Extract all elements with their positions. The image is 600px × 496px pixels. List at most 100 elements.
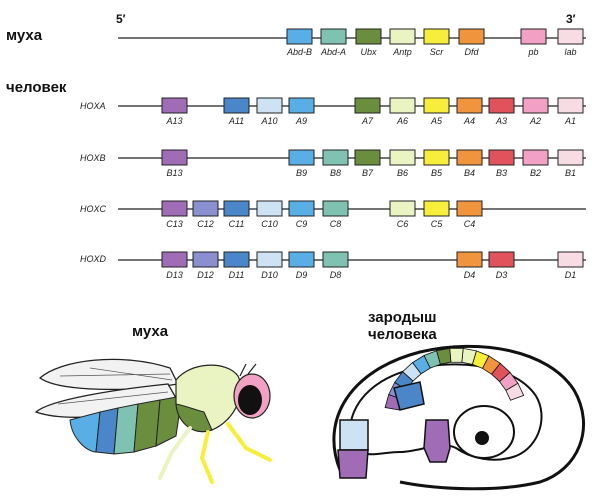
embryo-arm: [423, 419, 451, 463]
fly-thorax-lower: [175, 403, 213, 432]
gene-box: [458, 28, 485, 45]
gene-label: Dfd: [464, 47, 479, 57]
fly-illustration: [34, 358, 272, 484]
embryo-illustration: [332, 344, 585, 491]
gene-box: [522, 97, 549, 114]
fly-wing-veins: [57, 367, 173, 405]
gene-box: [423, 200, 450, 217]
gene-label: Scr: [430, 47, 445, 57]
gene-box: [488, 251, 515, 268]
gene-label: Abd-A: [320, 47, 346, 57]
gene-label: A7: [361, 116, 374, 126]
gene-box: [288, 251, 315, 268]
cluster-name: HOXA: [80, 101, 106, 111]
gene-label: D8: [330, 270, 342, 280]
gene-box: [354, 149, 381, 166]
gene-box: [355, 28, 382, 45]
gene-label: A2: [529, 116, 541, 126]
gene-label: A3: [495, 116, 507, 126]
gene-label: D12: [197, 270, 214, 280]
gene-box: [389, 149, 416, 166]
gene-box: [456, 251, 483, 268]
gene-box: [286, 28, 313, 45]
gene-box: [322, 149, 349, 166]
gene-label: B13: [166, 168, 182, 178]
gene-box: [456, 200, 483, 217]
gene-box: [322, 251, 349, 268]
gene-box: [288, 200, 315, 217]
gene-label: D4: [464, 270, 476, 280]
gene-label: D11: [229, 270, 245, 280]
gene-box: [354, 97, 381, 114]
cluster-name: HOXD: [80, 254, 107, 264]
gene-label: D13: [166, 270, 183, 280]
embryo-back-segment: [393, 381, 425, 411]
gene-box: [223, 97, 250, 114]
gene-label: C13: [166, 219, 183, 229]
gene-box: [389, 97, 416, 114]
gene-label: A5: [430, 116, 443, 126]
gene-box: [161, 97, 188, 114]
gene-box: [423, 97, 450, 114]
gene-label: C8: [330, 219, 342, 229]
gene-label: B8: [330, 168, 341, 178]
gene-box: [389, 200, 416, 217]
gene-box: [161, 251, 188, 268]
gene-label: Abd-B: [286, 47, 312, 57]
gene-box: [161, 200, 188, 217]
fly-eye: [238, 385, 262, 415]
gene-box: [223, 200, 250, 217]
gene-label: B2: [530, 168, 541, 178]
fly-label: муха: [6, 27, 43, 44]
gene-box: [192, 200, 219, 217]
gene-box: [161, 149, 188, 166]
gene-label: D3: [496, 270, 508, 280]
gene-label: pb: [527, 47, 538, 57]
gene-label: B1: [565, 168, 576, 178]
gene-box: [456, 97, 483, 114]
fly-hox-cluster: Abd-B Abd-A Ubx Antp Scr Dfd pb lab: [118, 28, 586, 57]
embryo-leg-lower: [337, 449, 369, 479]
gene-label: A9: [295, 116, 307, 126]
gene-box: [488, 97, 515, 114]
fly-legs: [158, 422, 272, 484]
gene-box: [522, 149, 549, 166]
gene-label: A6: [396, 116, 408, 126]
gene-box: [423, 149, 450, 166]
five-prime-label: 5′: [116, 12, 126, 26]
gene-box: [322, 200, 349, 217]
fly-abdomen: [69, 395, 183, 455]
gene-label: C6: [397, 219, 409, 229]
gene-label: A11: [228, 116, 244, 126]
gene-label: A4: [463, 116, 475, 126]
gene-label: lab: [564, 47, 576, 57]
gene-label: B7: [362, 168, 374, 178]
human-label: человек: [6, 79, 67, 96]
embryo-band-segment: [449, 347, 464, 363]
gene-box: [389, 28, 416, 45]
gene-label: D9: [296, 270, 308, 280]
gene-box: [256, 251, 283, 268]
embryo-leg-upper: [339, 419, 369, 451]
gene-label: A1: [564, 116, 576, 126]
gene-label: C5: [431, 219, 443, 229]
gene-box: [256, 200, 283, 217]
gene-label: Ubx: [360, 47, 377, 57]
gene-box: [557, 28, 584, 45]
gene-label: B6: [397, 168, 408, 178]
fly-leg: [226, 422, 272, 462]
gene-label: Antp: [392, 47, 412, 57]
gene-label: C10: [261, 219, 278, 229]
gene-label: B5: [431, 168, 443, 178]
fly-antennae: [239, 363, 257, 377]
gene-label: A10: [260, 116, 277, 126]
fly-illustration-label: муха: [132, 323, 169, 340]
gene-label: C12: [197, 219, 214, 229]
gene-box: [488, 149, 515, 166]
fly-leg: [199, 430, 214, 484]
